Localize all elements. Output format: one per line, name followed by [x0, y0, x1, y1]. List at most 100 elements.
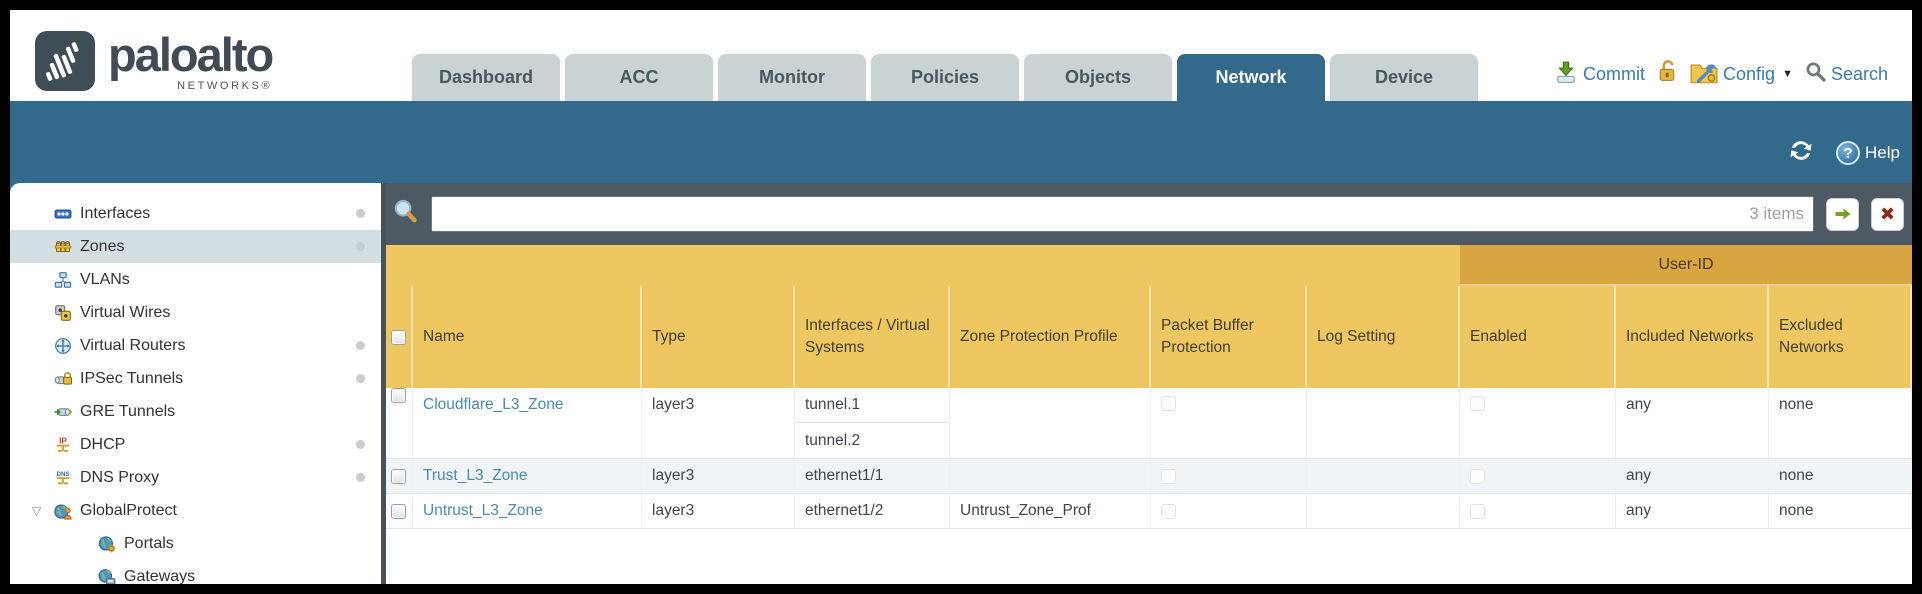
column-header-enabled[interactable]: Enabled [1460, 286, 1616, 388]
row-checkbox[interactable] [391, 468, 406, 484]
zone-name-link[interactable]: Trust_L3_Zone [423, 467, 528, 484]
filter-magnifier-icon [392, 198, 419, 230]
row-checkbox[interactable] [391, 388, 406, 403]
sidebar-item-gre-tunnels[interactable]: GRE Tunnels [10, 395, 381, 428]
status-dot [356, 242, 365, 251]
tab-objects[interactable]: Objects [1024, 54, 1172, 101]
sidebar-item-interfaces[interactable]: Interfaces [10, 197, 381, 230]
column-header-type[interactable]: Type [642, 286, 795, 388]
name-cell: Trust_L3_Zone [413, 459, 642, 493]
ipsec-tunnels-icon [54, 370, 72, 388]
paloalto-logo: paloalto NETWORKS® [34, 28, 274, 97]
sidebar-item-label: Zones [80, 237, 125, 255]
zone-name-link[interactable]: Untrust_L3_Zone [423, 502, 543, 519]
name-cell: Untrust_L3_Zone [413, 494, 642, 528]
tab-network[interactable]: Network [1177, 54, 1325, 101]
sidebar-item-ipsec-tunnels[interactable]: IPSec Tunnels [10, 362, 381, 395]
packet-buffer-protection-checkbox[interactable] [1161, 396, 1176, 411]
interface-value: tunnel.2 [805, 431, 861, 449]
portals-icon [98, 535, 116, 553]
sidebar-item-label: Portals [124, 534, 174, 552]
row-checkbox[interactable] [391, 503, 406, 519]
globalprotect-icon [54, 502, 72, 520]
commit-button[interactable]: Commit [1554, 60, 1645, 89]
column-header-included-networks[interactable]: Included Networks [1616, 286, 1769, 388]
clear-x-icon: ✖ [1879, 204, 1896, 224]
help-icon: ? [1836, 141, 1861, 165]
type-cell: layer3 [642, 494, 795, 528]
sidebar-item-virtual-wires[interactable]: Virtual Wires [10, 296, 381, 329]
user-id-enabled-checkbox[interactable] [1470, 503, 1485, 519]
zone-protection-profile-cell [950, 459, 1151, 493]
select-all-checkbox[interactable] [391, 329, 406, 345]
sidebar-item-label: IPSec Tunnels [80, 369, 184, 387]
user-id-enabled-cell [1460, 459, 1616, 493]
sidebar-item-label: GlobalProtect [80, 501, 177, 519]
sidebar-item-virtual-routers[interactable]: Virtual Routers [10, 329, 381, 362]
sidebar-item-globalprotect[interactable]: ▽ GlobalProtect [10, 494, 381, 527]
user-id-enabled-checkbox[interactable] [1470, 396, 1485, 411]
search-icon [1805, 61, 1826, 87]
user-id-enabled-checkbox[interactable] [1470, 468, 1485, 484]
sidebar-item-zones[interactable]: Zones [10, 230, 381, 263]
column-header-excluded-networks[interactable]: Excluded Networks [1769, 286, 1912, 388]
interfaces-cell: ethernet1/2 [795, 494, 950, 528]
excluded-networks-cell: none [1769, 459, 1912, 493]
help-button[interactable]: ? Help [1836, 141, 1900, 165]
table-row-untrust-l3-zone: Untrust_L3_Zone layer3 ethernet1/2 Untrust_… [386, 494, 1912, 529]
expand-triangle-icon[interactable]: ▽ [32, 503, 42, 518]
lock-icon[interactable] [1657, 59, 1678, 89]
interface-value: ethernet1/2 [805, 502, 884, 519]
config-menu-button[interactable]: Config ▼ [1690, 60, 1793, 89]
apply-filter-button[interactable] [1826, 197, 1859, 231]
packet-buffer-protection-checkbox[interactable] [1161, 468, 1176, 484]
type-cell: layer3 [642, 459, 795, 493]
brand-wordmark: paloalto [108, 28, 274, 81]
column-header-log-setting[interactable]: Log Setting [1307, 286, 1460, 388]
tab-dashboard[interactable]: Dashboard [412, 54, 560, 101]
sidebar-item-gateways[interactable]: Gateways [10, 560, 381, 584]
zone-name-link[interactable]: Cloudflare_L3_Zone [423, 396, 564, 413]
sidebar-item-vlans[interactable]: VLANs [10, 263, 381, 296]
excluded-networks-cell: none [1769, 388, 1912, 458]
sidebar-item-portals[interactable]: Portals [10, 527, 381, 560]
filter-input[interactable] [431, 196, 1814, 232]
clear-filter-button[interactable]: ✖ [1871, 197, 1904, 231]
packet-buffer-protection-checkbox[interactable] [1161, 503, 1176, 519]
zones-main-panel: 3 items ✖ User-ID [386, 183, 1912, 584]
column-header-interfaces-virtual-systems[interactable]: Interfaces / Virtual Systems [795, 286, 950, 388]
packet-buffer-protection-cell [1151, 459, 1307, 493]
tab-monitor[interactable]: Monitor [718, 54, 866, 101]
tab-device[interactable]: Device [1330, 54, 1478, 101]
excluded-networks-cell: none [1769, 494, 1912, 528]
included-networks-cell: any [1616, 459, 1769, 493]
tab-policies[interactable]: Policies [871, 54, 1019, 101]
zone-protection-profile-cell [950, 388, 1151, 458]
green-arrow-icon [1835, 208, 1850, 220]
sidebar-divider [381, 183, 386, 584]
zone-protection-profile-cell: Untrust_Zone_Prof [950, 494, 1151, 528]
column-header-name[interactable]: Name [413, 286, 642, 388]
global-search-button[interactable]: Search [1805, 61, 1888, 87]
refresh-button[interactable] [1786, 137, 1816, 169]
column-header-zone-protection-profile[interactable]: Zone Protection Profile [950, 286, 1151, 388]
type-cell: layer3 [642, 388, 795, 458]
paloalto-logo-mark-icon [34, 30, 96, 97]
vlans-icon [54, 271, 72, 289]
packet-buffer-protection-cell [1151, 388, 1307, 458]
status-dot [356, 341, 365, 350]
included-networks-cell: any [1616, 388, 1769, 458]
items-count: 3 items [1749, 204, 1804, 223]
packet-buffer-protection-cell [1151, 494, 1307, 528]
column-header-packet-buffer-protection[interactable]: Packet Buffer Protection [1151, 286, 1307, 388]
tab-acc[interactable]: ACC [565, 54, 713, 101]
status-dot [356, 209, 365, 218]
gateways-icon [98, 568, 116, 584]
interface-value: ethernet1/1 [805, 467, 884, 484]
